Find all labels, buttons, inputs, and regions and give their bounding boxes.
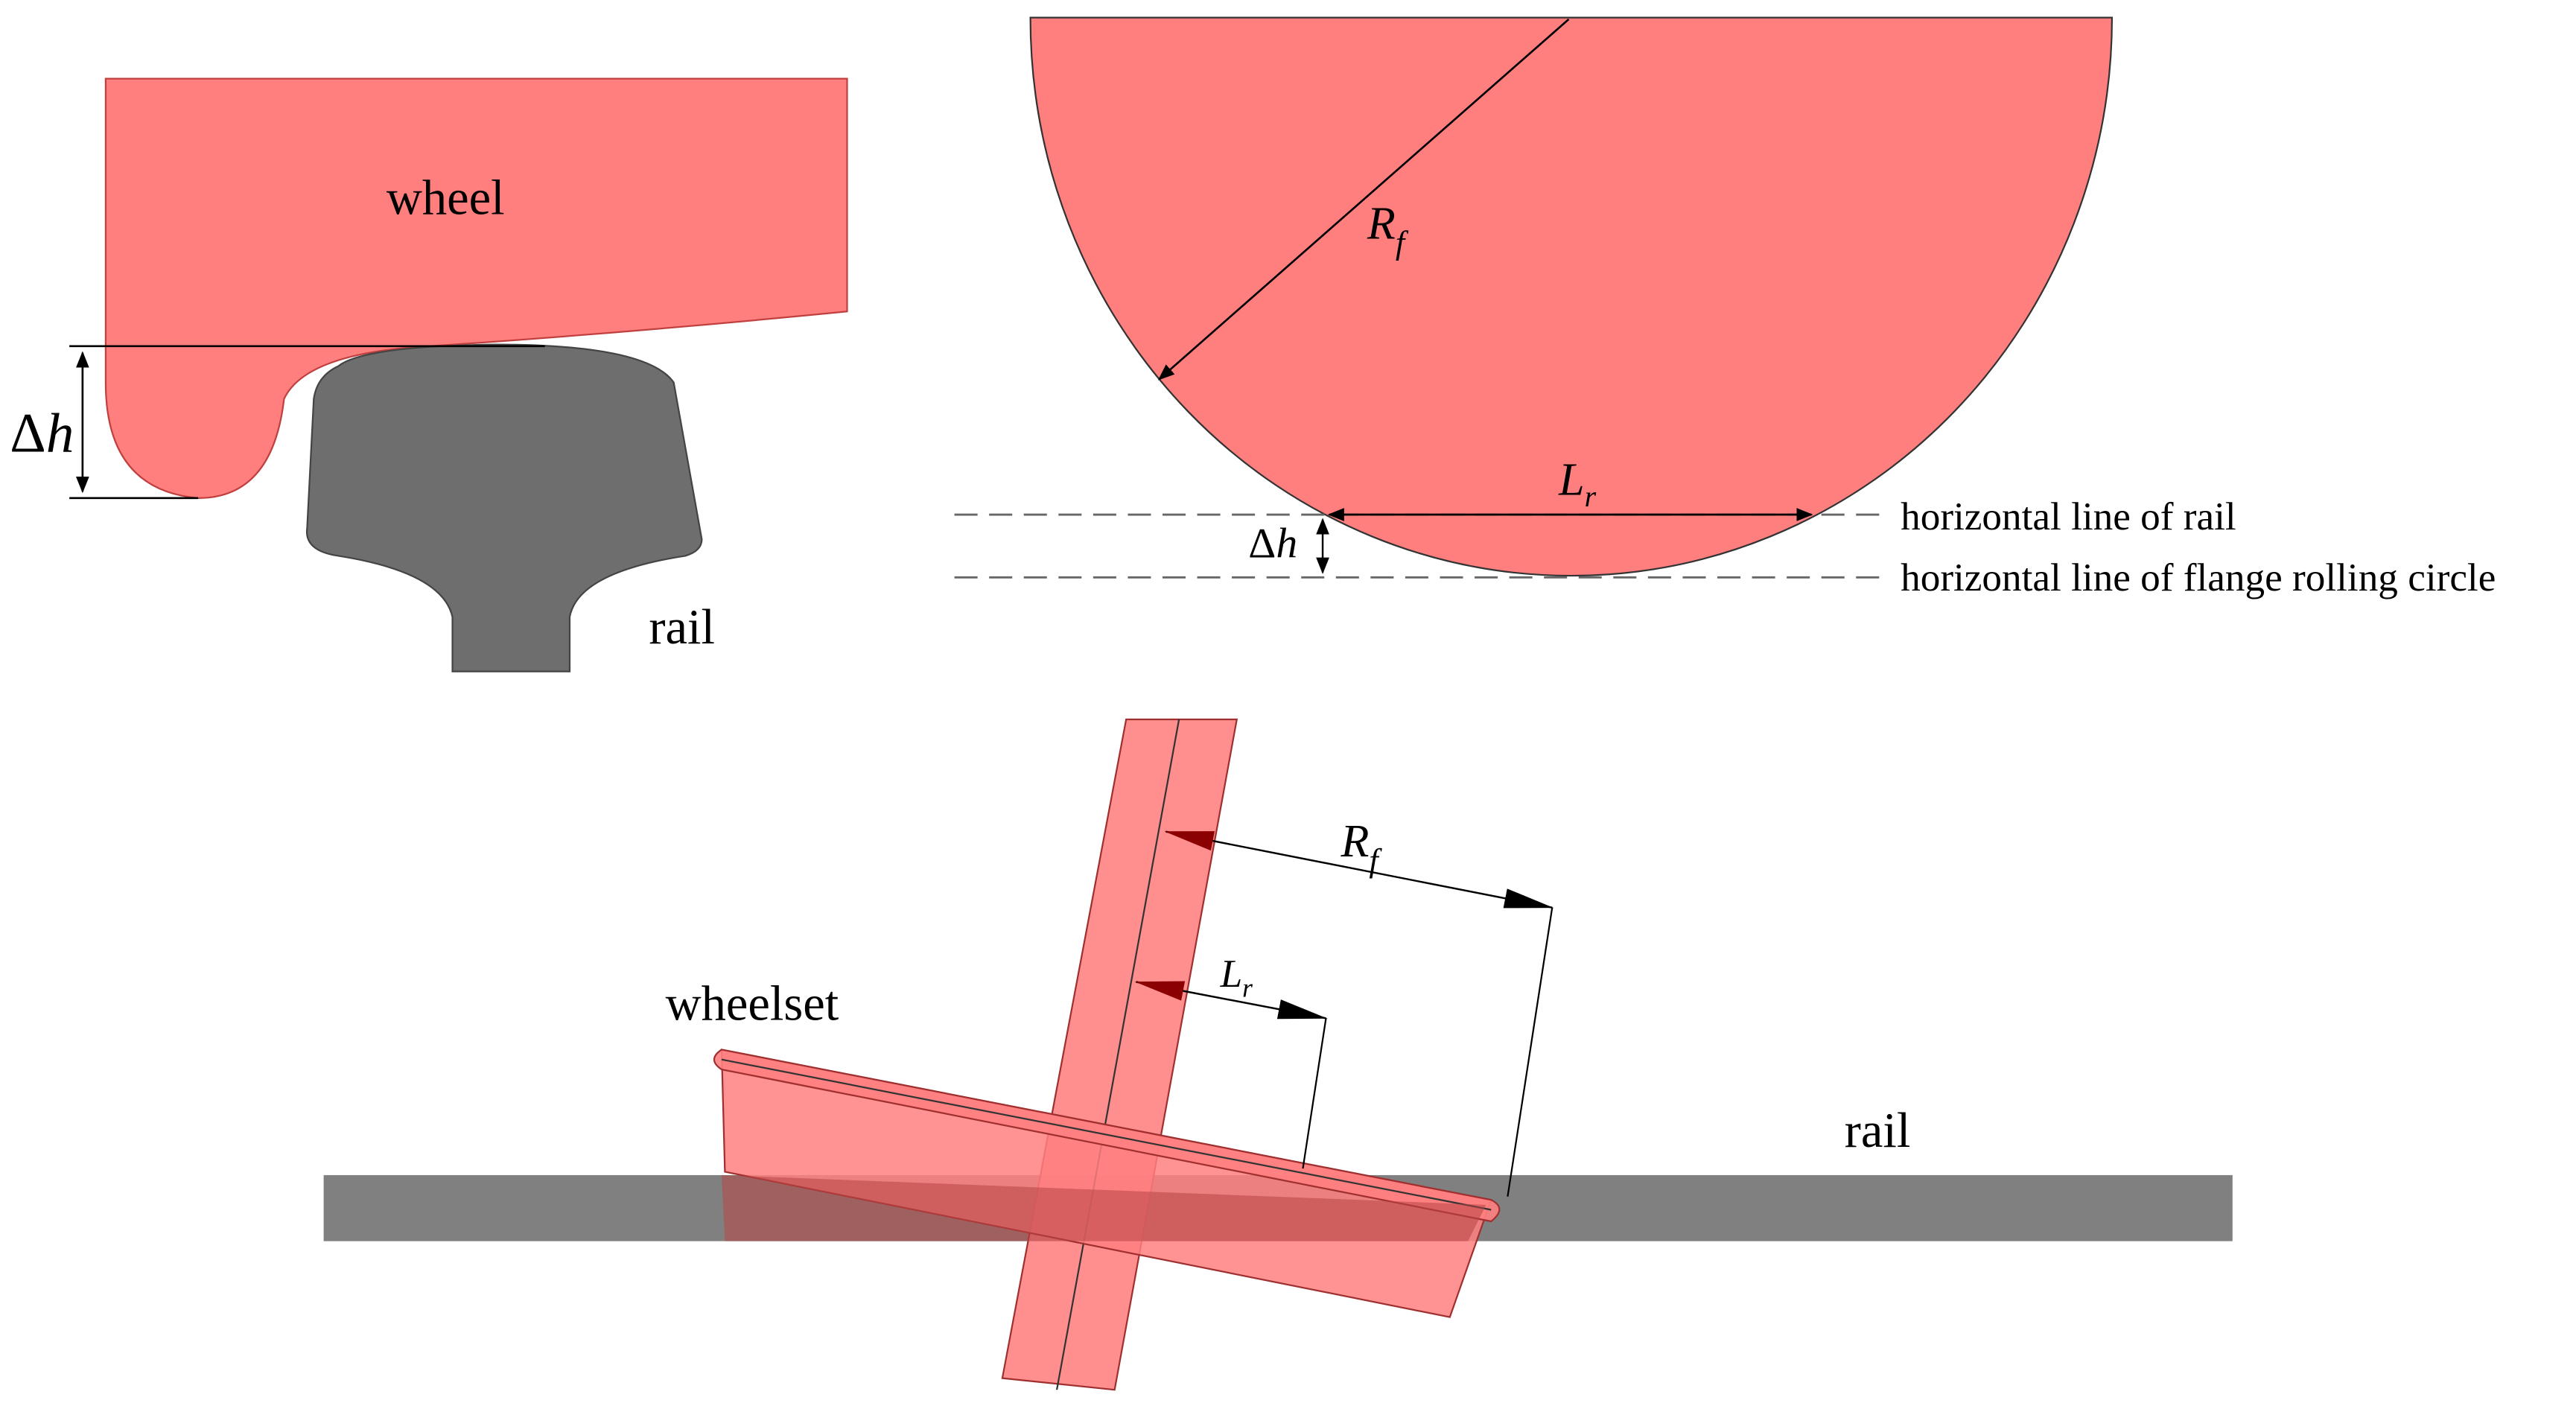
lr-label: Lr — [1558, 454, 1597, 513]
dh-label: Δh — [10, 403, 74, 465]
rail-line-label: horizontal line of rail — [1901, 494, 2236, 538]
axle — [1001, 718, 1238, 1391]
wheel-centerline — [721, 1058, 1492, 1211]
rail-label: rail — [649, 600, 715, 655]
wheelset — [713, 718, 1501, 1391]
rail-label-c: rail — [1845, 1104, 1911, 1158]
flange-semicircle — [1029, 16, 2114, 577]
flange-line-label: horizontal line of flange rolling circle — [1901, 556, 2496, 599]
panel-c-wheelset-top-view: Rf Lr wheelset rail — [323, 718, 2233, 1391]
dh-label-b: Δh — [1248, 521, 1297, 567]
wheel-label: wheel — [387, 171, 505, 225]
axle-centerline — [1055, 719, 1180, 1390]
wheelset-label: wheelset — [666, 977, 839, 1031]
rf-radius-arrow — [1157, 18, 1570, 381]
rail-profile — [305, 343, 703, 672]
panel-b-flange-circle: Rf Lr Δh horizontal line of rail horizon… — [954, 16, 2496, 599]
rf-dimension-arrow — [1164, 830, 1554, 909]
panel-a-cross-section: Δh wheel rail — [10, 77, 848, 672]
wheel-rail-overlap — [721, 1174, 1486, 1241]
lr-dimension-arrow — [1134, 981, 1328, 1020]
lr-label-c: Lr — [1220, 952, 1253, 1002]
lr-guide-line — [1302, 1018, 1327, 1169]
wheel-profile — [104, 77, 848, 499]
rf-guide-line — [1507, 907, 1553, 1197]
